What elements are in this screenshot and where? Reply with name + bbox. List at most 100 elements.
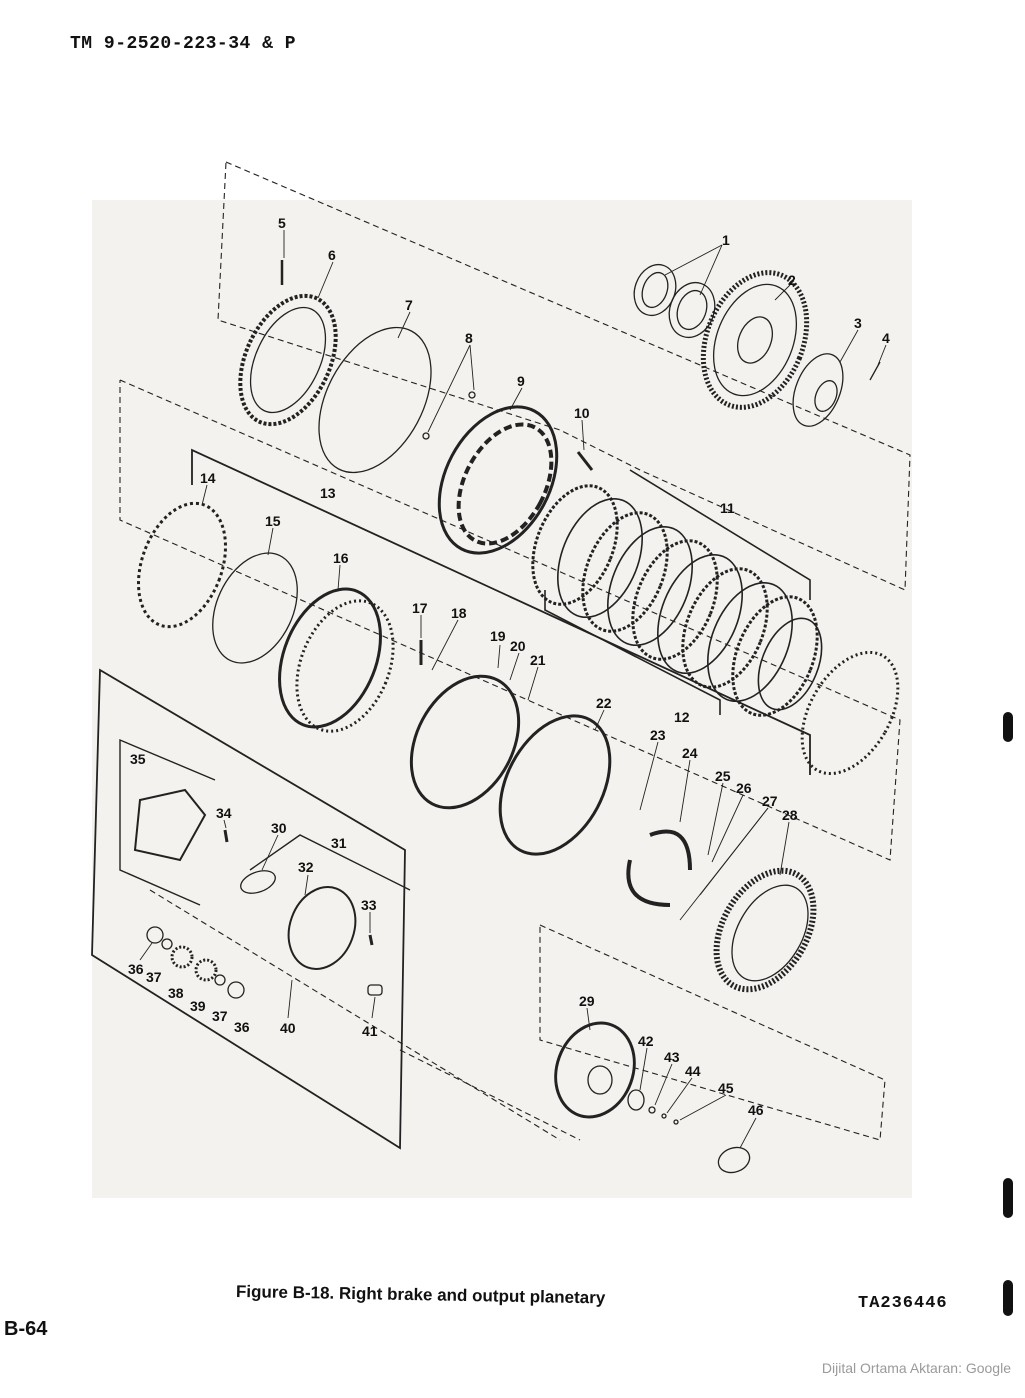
- part-42: [627, 1089, 645, 1111]
- page-edge-mark: [1003, 1178, 1013, 1218]
- part-11-12-disc-stack: [531, 484, 823, 717]
- part-10-pin: [576, 451, 594, 471]
- part-8-ball: [468, 391, 476, 399]
- part-45: [673, 1119, 679, 1125]
- callout-29: 29: [579, 993, 595, 1009]
- part-32-carrier: [287, 886, 357, 970]
- part-3-flange: [792, 353, 844, 427]
- callout-labels: 1 2 3 4 5 6 7 8 9 10 11 12 13 14 15 16 1…: [128, 215, 890, 1118]
- callout-45: 45: [718, 1080, 734, 1096]
- callout-9: 9: [517, 373, 525, 389]
- callout-25: 25: [715, 768, 731, 784]
- bracket-13: [191, 448, 811, 775]
- callout-1: 1: [722, 232, 730, 248]
- part-28-ring-gear: [713, 867, 817, 993]
- callout-10: 10: [574, 405, 590, 421]
- part-35-carrier: [133, 788, 207, 862]
- document-header: TM 9-2520-223-34 & P: [70, 34, 297, 54]
- page-edge-mark: [1003, 1280, 1013, 1316]
- dashed-envelopes: [119, 161, 911, 1141]
- part-9-hub: [437, 405, 559, 555]
- callout-35: 35: [130, 751, 146, 767]
- callout-15: 15: [265, 513, 281, 529]
- callout-30: 30: [271, 820, 287, 836]
- callout-31: 31: [331, 835, 347, 851]
- callout-36-right: 36: [234, 1019, 250, 1035]
- callout-11: 11: [720, 500, 735, 516]
- part-22-ring: [498, 714, 612, 856]
- box-31: [91, 668, 406, 1150]
- part-16-piston: [278, 587, 395, 733]
- ta-number: TA236446: [858, 1294, 948, 1313]
- figure-background: [92, 200, 912, 1198]
- part-30-washer: [240, 870, 276, 894]
- callout-42: 42: [638, 1033, 654, 1049]
- part-43: [648, 1106, 656, 1114]
- part-12-ring: [800, 650, 900, 776]
- callout-43: 43: [664, 1049, 680, 1065]
- part-46-washer: [717, 1146, 751, 1174]
- digitization-watermark: Dijital Ortama Aktaran: Google: [821, 1360, 1011, 1376]
- callout-34: 34: [216, 805, 232, 821]
- callout-44: 44: [685, 1063, 701, 1079]
- part-15-ring: [212, 552, 298, 664]
- callout-22: 22: [596, 695, 612, 711]
- callout-37-right: 37: [212, 1008, 228, 1024]
- part-44: [661, 1113, 667, 1119]
- callout-41: 41: [362, 1023, 378, 1039]
- callout-4: 4: [882, 330, 890, 346]
- callout-40: 40: [280, 1020, 296, 1036]
- part-24-segment: [626, 859, 671, 907]
- callout-7: 7: [405, 297, 413, 313]
- callout-14: 14: [200, 470, 216, 486]
- part-24-segment: [649, 829, 692, 871]
- part-33-screw: [368, 934, 374, 946]
- callout-27: 27: [762, 793, 778, 809]
- part-8-ball: [422, 432, 430, 440]
- page-edge-mark: [1003, 712, 1013, 742]
- part-34-screw: [223, 829, 229, 843]
- part-39-gear: [194, 958, 218, 982]
- part-14-ring: [137, 501, 227, 629]
- part-37-washer: [214, 974, 226, 986]
- part-36-washer: [227, 981, 245, 999]
- callout-12: 12: [674, 709, 690, 725]
- callout-37-left: 37: [146, 969, 162, 985]
- callout-32: 32: [298, 859, 314, 875]
- callout-33: 33: [361, 897, 377, 913]
- callout-39: 39: [190, 998, 206, 1014]
- bracket-11: [629, 469, 811, 600]
- callout-21: 21: [530, 652, 546, 668]
- callout-28: 28: [782, 807, 798, 823]
- callout-19: 19: [490, 628, 506, 644]
- part-6-plate: [238, 293, 338, 427]
- callout-20: 20: [510, 638, 526, 654]
- part-1-bearings: [633, 263, 716, 339]
- callout-6: 6: [328, 247, 336, 263]
- callout-5: 5: [278, 215, 286, 231]
- leader-lines: [139, 230, 887, 1149]
- callout-13: 13: [320, 485, 336, 501]
- callout-2: 2: [788, 272, 796, 288]
- part-2-gear: [700, 270, 810, 410]
- part-20-plate: [409, 674, 521, 810]
- callout-26: 26: [736, 780, 752, 796]
- part-41-pin: [367, 984, 383, 996]
- callout-46: 46: [748, 1102, 764, 1118]
- callout-24: 24: [682, 745, 698, 761]
- inner-box-31: [249, 834, 411, 891]
- callout-23: 23: [650, 727, 666, 743]
- callout-16: 16: [333, 550, 349, 566]
- page-number: B-64: [4, 1318, 48, 1340]
- callout-38: 38: [168, 985, 184, 1001]
- part-36-washer: [146, 926, 164, 944]
- callout-8: 8: [465, 330, 473, 346]
- part-29-carrier: [554, 1021, 636, 1119]
- callout-17: 17: [412, 600, 428, 616]
- callout-36-left: 36: [128, 961, 144, 977]
- callout-3: 3: [854, 315, 862, 331]
- part-37-washer: [161, 938, 173, 950]
- part-38-gear: [170, 945, 194, 969]
- callout-18: 18: [451, 605, 467, 621]
